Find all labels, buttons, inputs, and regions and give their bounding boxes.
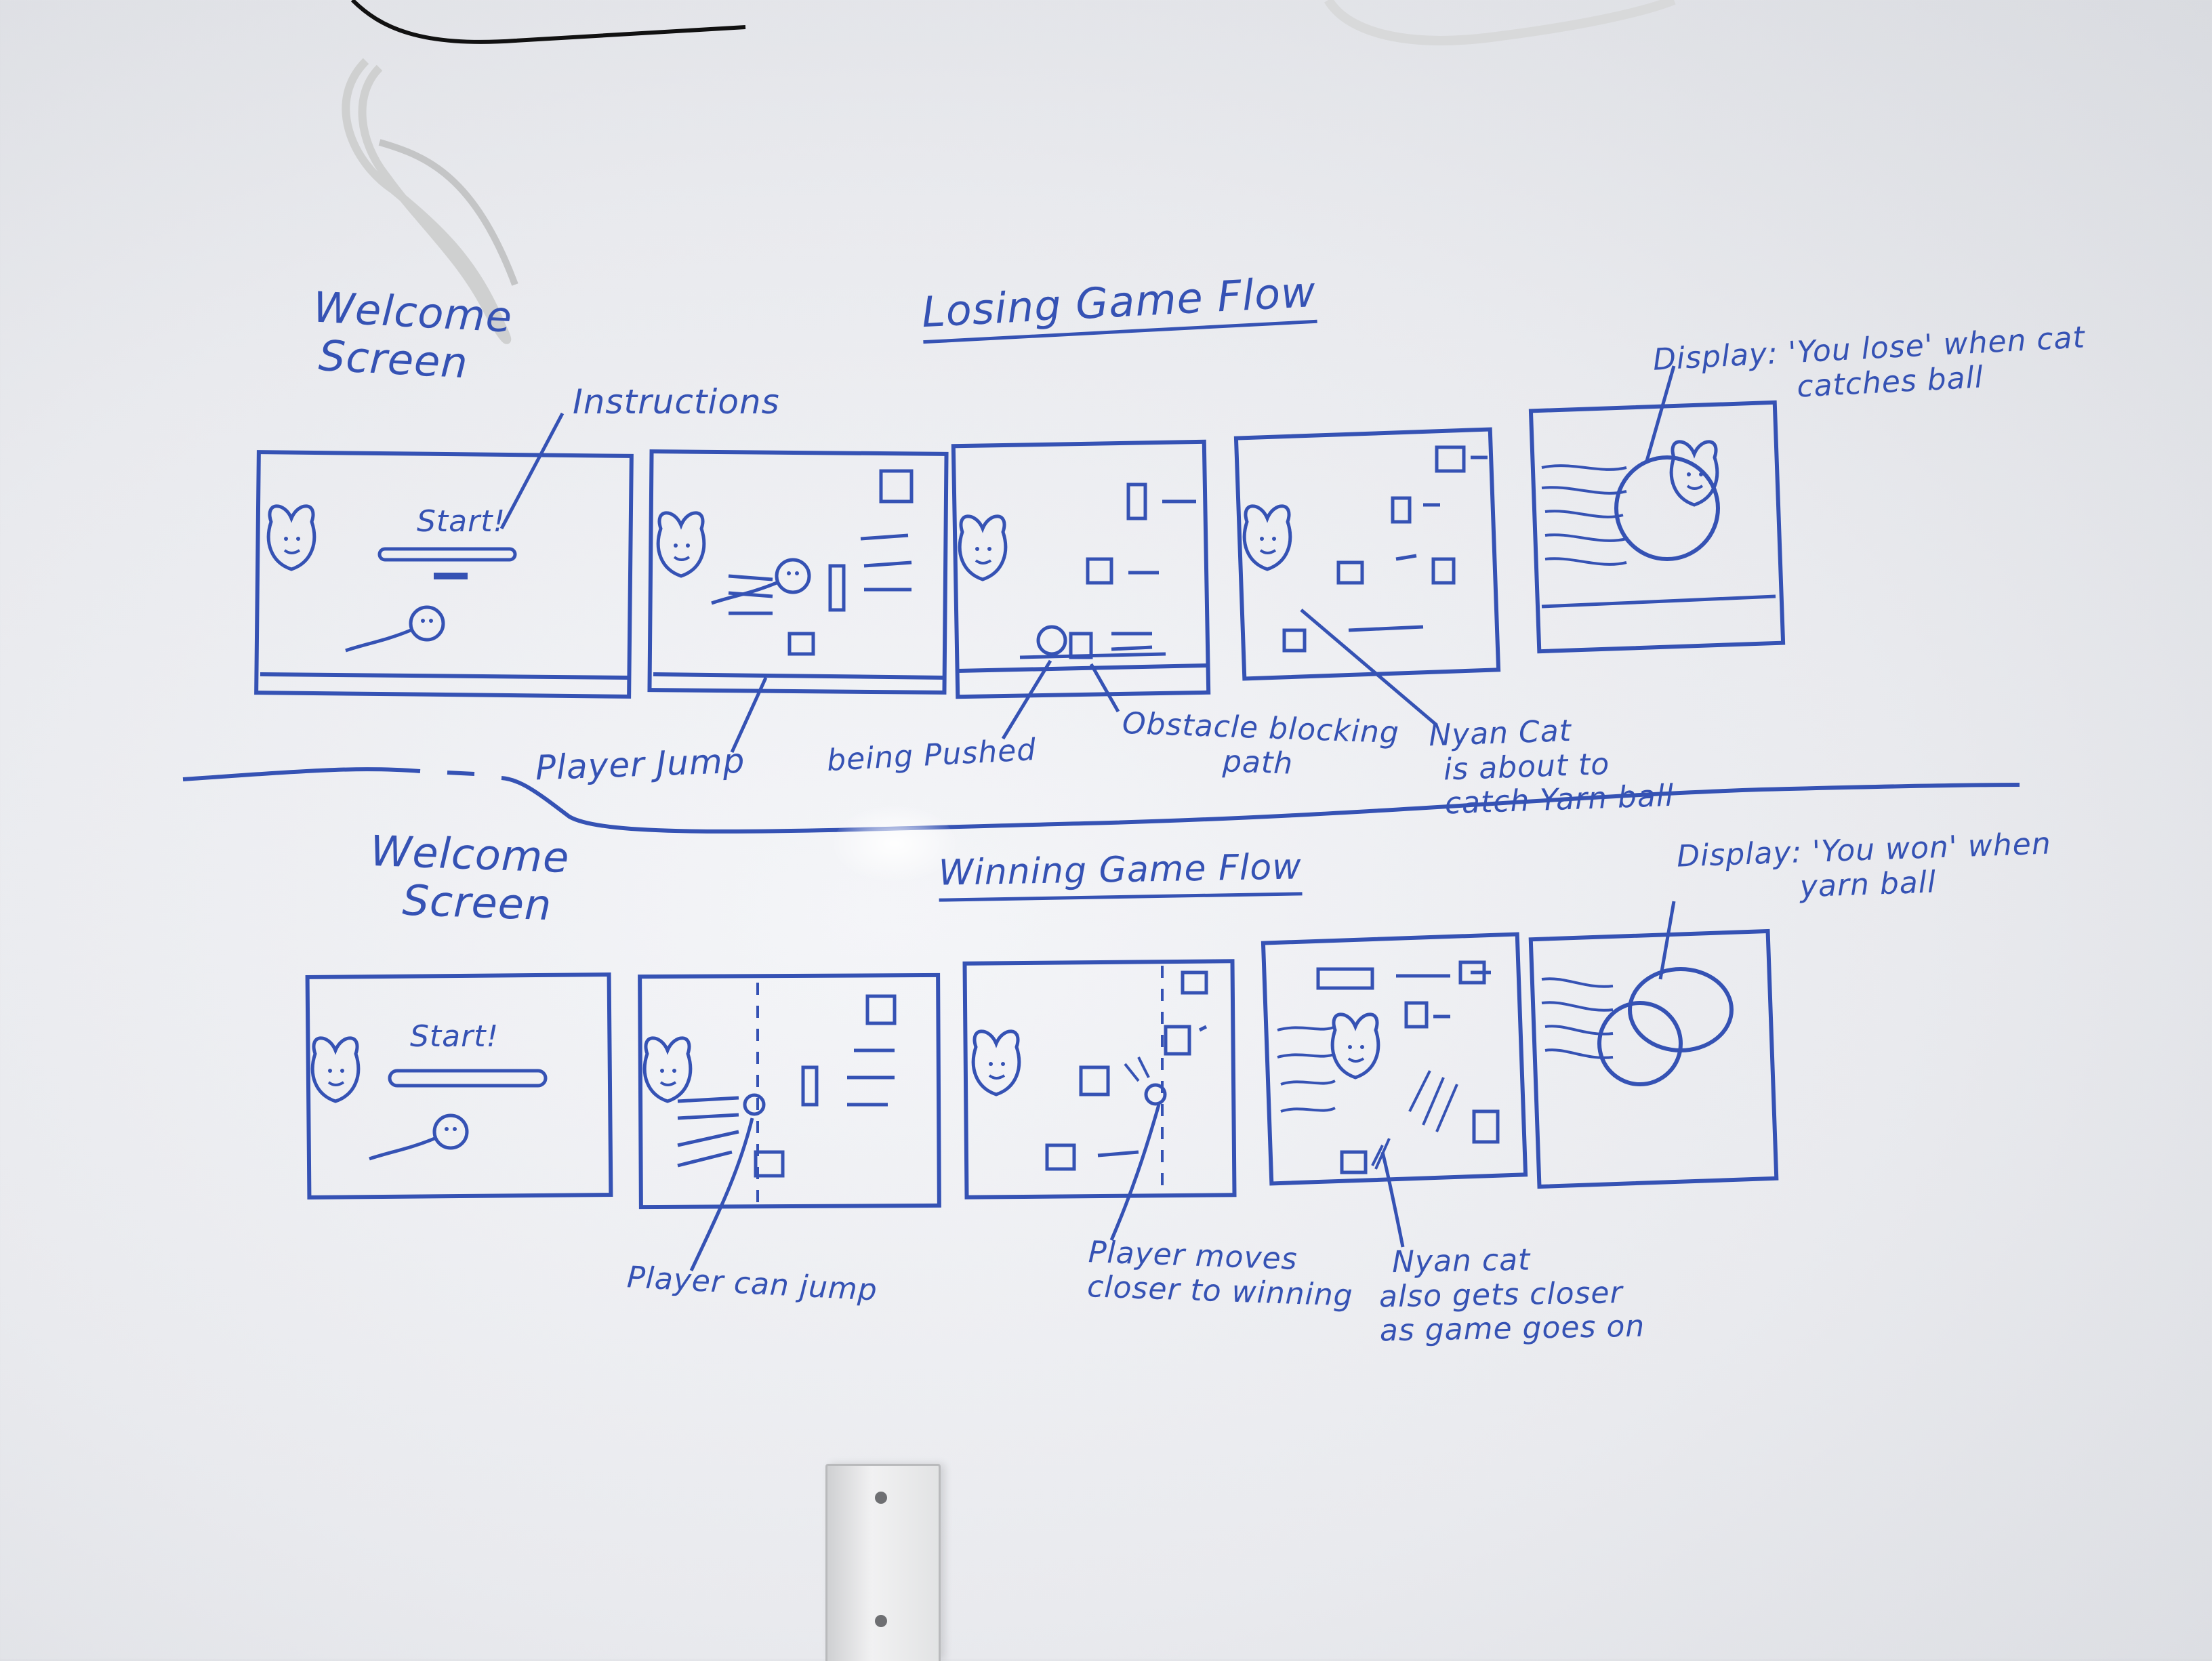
black-cable — [350, 0, 746, 44]
obstacle-label: Obstacle blocking path — [1120, 706, 1399, 785]
top-frame-4 — [1233, 427, 1501, 726]
bottom-frame-5 — [1528, 901, 1779, 1189]
top-frame-2 — [647, 449, 949, 754]
bottom-welcome-line1: Welcome — [369, 825, 571, 883]
top-nyan-label: Nyan Cat is about to catch Yarn ball — [1428, 711, 1675, 822]
plate-screw-top — [875, 1492, 887, 1504]
bottom-nyan-line3: as game goes on — [1379, 1309, 1645, 1349]
bottom-frame-4 — [1261, 932, 1528, 1248]
white-cable-right — [1324, 0, 1676, 45]
player-jump-label: Player Jump — [535, 741, 746, 788]
top-start-label: Start! — [417, 504, 506, 539]
top-frame-5 — [1528, 365, 1786, 654]
bottom-frame-1 — [305, 972, 613, 1199]
wall-plate — [825, 1464, 941, 1661]
instructions-label: Instructions — [573, 382, 780, 422]
bottom-welcome-line2: Screen — [401, 875, 553, 930]
plate-screw-bottom — [875, 1615, 887, 1627]
bottom-nyan-line1: Nyan cat — [1391, 1242, 1531, 1280]
bottom-frame-3 — [962, 959, 1237, 1241]
bottom-nyan-line2: also gets closer — [1378, 1275, 1624, 1315]
obstacle-line2: path — [1222, 743, 1294, 781]
bottom-nyan-label: Nyan cat also gets closer as game goes o… — [1378, 1242, 1645, 1349]
bottom-welcome-title: Welcome Screen — [368, 825, 571, 930]
top-welcome-title: Welcome Screen — [309, 282, 514, 390]
top-frame-1 — [254, 412, 634, 699]
top-frame-3 — [951, 439, 1211, 740]
winning-flow-title: Winning Game Flow — [938, 846, 1303, 902]
bottom-frame-2 — [638, 972, 941, 1272]
player-moves-label: Player moves closer to winning — [1086, 1235, 1355, 1313]
bottom-display-label: Display: 'You won' when yarn ball — [1676, 826, 2053, 908]
bottom-start-label: Start! — [410, 1019, 499, 1054]
glare-reflection — [834, 806, 956, 881]
white-cable — [342, 58, 512, 344]
